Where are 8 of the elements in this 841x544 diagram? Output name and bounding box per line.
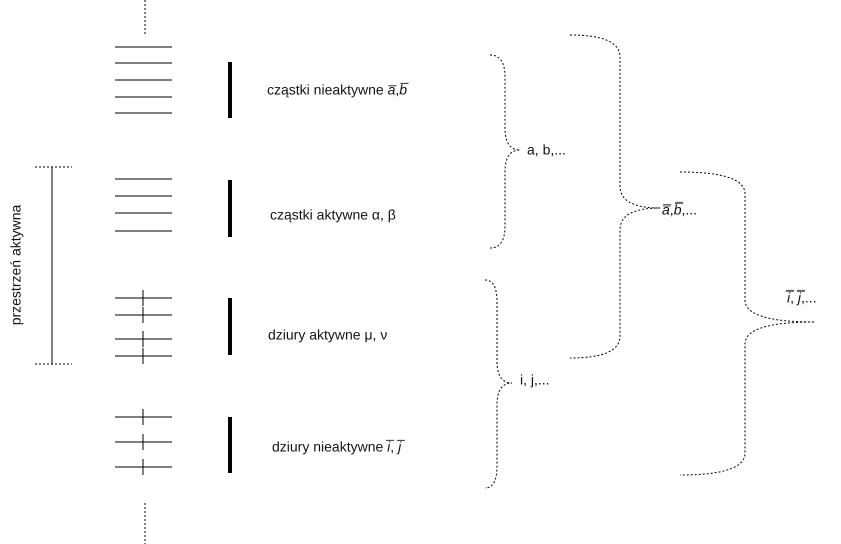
- text-label: dziury aktywne μ, ν: [268, 326, 388, 344]
- text-label: cząstki aktywne α, β: [270, 206, 396, 224]
- text-label: a̿,b̿,...: [662, 202, 698, 218]
- text-label: przestrzeń aktywna: [8, 204, 24, 326]
- text-label: cząstki nieaktywne a̅,b̅: [267, 82, 408, 98]
- text-label: i, j,...: [520, 372, 550, 388]
- text-label: i̿, j̿,...: [787, 290, 817, 306]
- text-label: a, b,...: [527, 142, 566, 158]
